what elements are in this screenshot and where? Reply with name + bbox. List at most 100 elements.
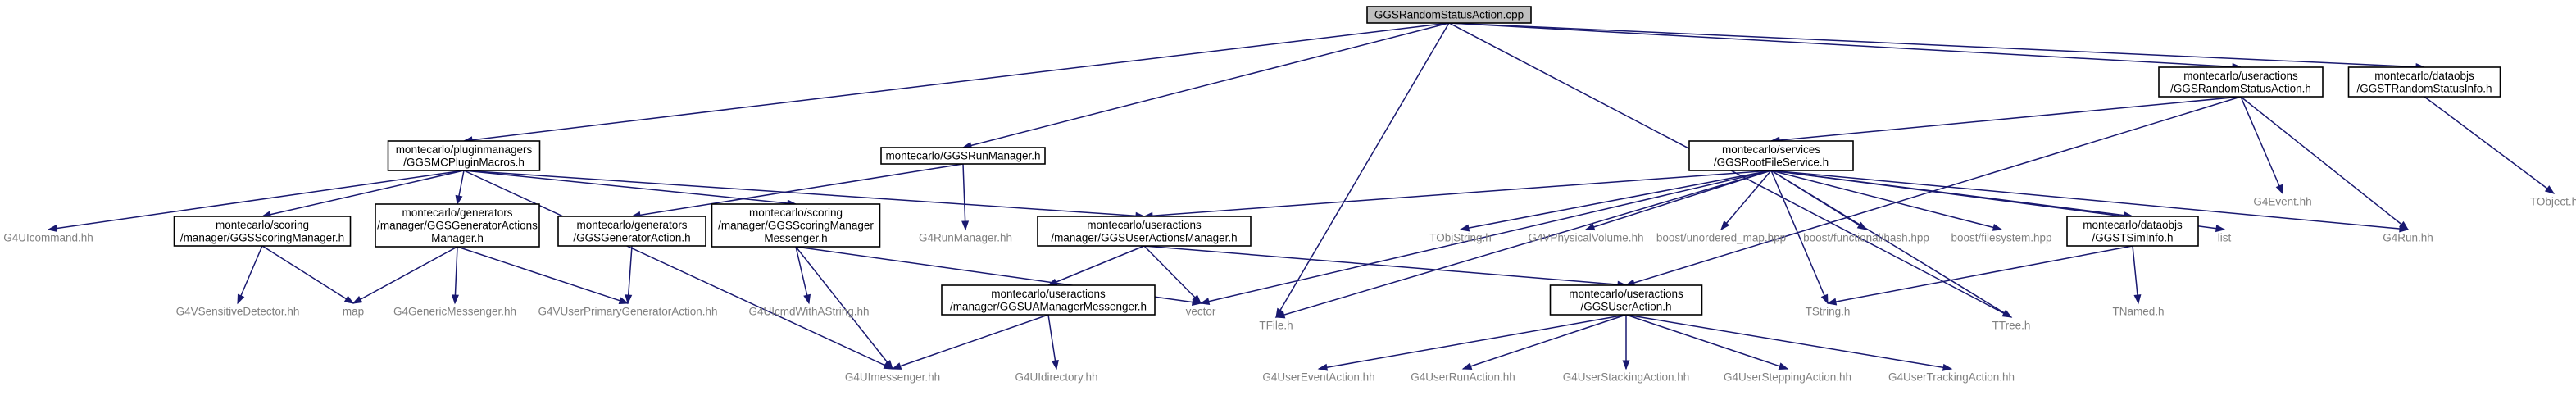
arrowhead-useraction-to-g4usertrackingaction bbox=[1942, 363, 1953, 371]
node-label-tfile-line-0: TFile.h bbox=[1259, 320, 1293, 332]
edge-generatoractionsmanager-to-g4genericmessenger bbox=[454, 246, 458, 304]
arrowhead-useraction-to-g4userrunaction bbox=[1461, 362, 1473, 370]
node-box-uamanagermessenger bbox=[941, 284, 1156, 316]
node-label-ttree-line-0: TTree.h bbox=[1992, 320, 2031, 332]
arrowhead-rootfileservice-to-ttree bbox=[2001, 309, 2013, 318]
node-label-g4genericmessenger-line-0: G4GenericMessenger.hh bbox=[393, 306, 516, 318]
edge-rootfileservice-to-ttree bbox=[1770, 170, 2012, 318]
arrowhead-simfinfo-to-tstring bbox=[1826, 298, 1838, 306]
node-rootfileservice[interactable]: montecarlo/services/GGSRootFileService.h bbox=[1688, 140, 1854, 171]
node-useraction[interactable]: montecarlo/useractions/GGSUserAction.h bbox=[1549, 284, 1703, 316]
arrowhead-uamanagermessenger-to-g4uidirectory bbox=[1051, 359, 1059, 370]
node-g4event: G4Event.hh bbox=[2253, 196, 2311, 208]
node-boostunorderedmap: boost/unordered_map.hpp bbox=[1656, 232, 1786, 244]
arrowhead-generatoractionsmanager-to-g4vuserprimarygenerator bbox=[618, 297, 629, 304]
node-label-g4sensitivedetector-line-0: G4VSensitiveDetector.hh bbox=[176, 306, 300, 318]
edge-useraction-to-g4usersteppingaction bbox=[1625, 314, 1788, 370]
node-label-g4usersteppingaction-line-0: G4UserSteppingAction.hh bbox=[1724, 371, 1851, 384]
arrowhead-randomstatusaction-to-g4event bbox=[2275, 184, 2283, 195]
node-uamanagermessenger[interactable]: montecarlo/useractions/manager/GGSUAMana… bbox=[941, 284, 1156, 316]
edge-rootfileservice-to-tfile bbox=[1275, 170, 1772, 318]
node-randomstatusinfo[interactable]: montecarlo/dataobjs/GGSTRandomStatusInfo… bbox=[2347, 66, 2501, 98]
node-tobjstring: TObjString.h bbox=[1429, 232, 1492, 244]
node-label-generatoractionsmanager-line-2: Manager.h bbox=[431, 232, 484, 244]
edge-rootfileservice-to-tstring bbox=[1770, 170, 1829, 304]
node-g4userstackingaction: G4UserStackingAction.hh bbox=[1563, 371, 1690, 384]
arrowhead-simfinfo-to-tnamed bbox=[2133, 294, 2142, 305]
node-label-useraction-line-1: /GGSUserAction.h bbox=[1580, 300, 1671, 312]
node-label-scoringmanagermessenger-line-0: montecarlo/scoring bbox=[749, 207, 843, 219]
arrowhead-rootfileservice-to-list bbox=[2215, 225, 2226, 233]
edge-root-to-tfile bbox=[1275, 22, 1450, 318]
node-label-uamanagermessenger-line-1: /manager/GGSUAManagerMessenger.h bbox=[950, 300, 1147, 312]
edge-runmanager-to-g4runmanager bbox=[962, 163, 966, 230]
node-label-generatoraction-line-0: montecarlo/generators bbox=[576, 219, 687, 231]
node-tnamed: TNamed.h bbox=[2112, 306, 2164, 318]
node-vector: vector bbox=[1186, 306, 1216, 318]
node-root[interactable]: GGSRandomStatusAction.cpp bbox=[1366, 6, 1532, 24]
node-generatoractionsmanager[interactable]: montecarlo/generators/manager/GGSGenerat… bbox=[375, 203, 540, 248]
node-g4vuserprimarygenerator: G4VUserPrimaryGeneratorAction.hh bbox=[538, 306, 717, 318]
node-label-boostfilesystem-line-0: boost/filesystem.hpp bbox=[1951, 232, 2051, 244]
node-box-scoringmanager bbox=[173, 216, 352, 247]
node-runmanager[interactable]: montecarlo/GGSRunManager.h bbox=[880, 147, 1046, 165]
edge-uamanagermessenger-to-g4uidirectory bbox=[1047, 314, 1057, 370]
node-label-pluginmacros-line-1: /GGSMCPluginMacros.h bbox=[403, 156, 525, 168]
arrowhead-uamanagermessenger-to-g4uimessenger bbox=[891, 362, 902, 370]
node-simfinfo[interactable]: montecarlo/dataobjs/GGSTSimInfo.h bbox=[2066, 216, 2199, 247]
node-label-vector-line-0: vector bbox=[1186, 306, 1216, 318]
edge-pluginmacros-to-g4uicommand bbox=[48, 170, 465, 230]
node-pluginmacros[interactable]: montecarlo/pluginmanagers/GGSMCPluginMac… bbox=[387, 140, 541, 171]
arrowhead-randomstatusinfo-to-tobject bbox=[2544, 185, 2556, 194]
edge-generatoractionsmanager-to-g4vuserprimarygenerator bbox=[457, 246, 629, 304]
node-g4usereventaction: G4UserEventAction.hh bbox=[1262, 371, 1374, 384]
node-label-boosthash-line-0: boost/functional/hash.hpp bbox=[1803, 232, 1929, 244]
node-label-g4userstackingaction-line-0: G4UserStackingAction.hh bbox=[1563, 371, 1690, 384]
node-label-useractionsmanager-line-0: montecarlo/useractions bbox=[1087, 219, 1202, 231]
node-generatoraction[interactable]: montecarlo/generators/GGSGeneratorAction… bbox=[557, 216, 706, 247]
node-label-generatoractionsmanager-line-0: montecarlo/generators bbox=[402, 207, 512, 219]
node-scoringmanager[interactable]: montecarlo/scoring/manager/GGSScoringMan… bbox=[173, 216, 352, 247]
node-scoringmanagermessenger[interactable]: montecarlo/scoring/manager/GGSScoringMan… bbox=[711, 203, 881, 248]
node-label-map-line-0: map bbox=[343, 306, 364, 318]
edge-useractionsmanager-to-uamanagermessenger bbox=[1047, 245, 1145, 286]
node-g4userrunaction: G4UserRunAction.hh bbox=[1411, 371, 1515, 384]
edge-rootfileservice-to-g4runhh bbox=[1770, 170, 2409, 230]
node-g4uimessenger: G4UImessenger.hh bbox=[845, 371, 940, 384]
edge-rootfileservice-to-boostfilesystem bbox=[1770, 170, 2002, 230]
node-g4vphysicalvolume: G4VPhysicalVolume.hh bbox=[1528, 232, 1643, 244]
edge-randomstatusaction-to-rootfileservice bbox=[1770, 96, 2242, 142]
node-label-g4usereventaction-line-0: G4UserEventAction.hh bbox=[1262, 371, 1374, 384]
arrowhead-scoringmanager-to-g4sensitivedetector bbox=[237, 293, 245, 305]
node-g4usertrackingaction: G4UserTrackingAction.hh bbox=[1888, 371, 2015, 384]
node-label-randomstatusaction-line-0: montecarlo/useractions bbox=[2183, 70, 2298, 82]
edge-useraction-to-g4usertrackingaction bbox=[1625, 314, 1952, 370]
edge-useraction-to-g4usereventaction bbox=[1318, 314, 1627, 370]
node-box-root bbox=[1366, 6, 1532, 24]
node-tstring: TString.h bbox=[1806, 306, 1851, 318]
edge-root-to-pluginmacros bbox=[463, 22, 1450, 142]
edge-randomstatusaction-to-g4runhh bbox=[2240, 96, 2409, 230]
edge-generatoractionsmanager-to-map bbox=[352, 246, 458, 304]
edge-pluginmacros-to-scoringmanagermessenger bbox=[463, 170, 797, 205]
arrowhead-rootfileservice-to-tfile bbox=[1274, 311, 1286, 319]
node-label-simfinfo-line-0: montecarlo/dataobjs bbox=[2083, 219, 2183, 231]
node-label-tobjstring-line-0: TObjString.h bbox=[1429, 232, 1492, 244]
node-map: map bbox=[343, 306, 364, 318]
arrowhead-rootfileservice-to-vector bbox=[1199, 298, 1211, 306]
node-tobject: TObject.h bbox=[2530, 196, 2576, 208]
node-label-randomstatusinfo-line-0: montecarlo/dataobjs bbox=[2374, 70, 2474, 82]
node-label-list-line-0: list bbox=[2218, 232, 2232, 244]
node-randomstatusaction[interactable]: montecarlo/useractions/GGSRandomStatusAc… bbox=[2158, 66, 2324, 98]
edge-rootfileservice-to-g4vphysicalvolume bbox=[1585, 170, 1772, 230]
arrowhead-generatoraction-to-g4vuserprimarygenerator bbox=[625, 294, 633, 305]
arrowhead-rootfileservice-to-tobjstring bbox=[1459, 224, 1470, 232]
node-g4usersteppingaction: G4UserSteppingAction.hh bbox=[1724, 371, 1851, 384]
node-useractionsmanager[interactable]: montecarlo/useractions/manager/GGSUserAc… bbox=[1037, 216, 1252, 247]
node-label-pluginmacros-line-0: montecarlo/pluginmanagers bbox=[396, 143, 533, 156]
node-g4uicmdwithastring: G4UIcmdWithAString.hh bbox=[748, 306, 869, 318]
arrowhead-pluginmacros-to-generatoractionsmanager bbox=[455, 194, 463, 206]
edge-uamanagermessenger-to-g4uimessenger bbox=[892, 314, 1049, 370]
node-label-randomstatusinfo-line-1: /GGSTRandomStatusInfo.h bbox=[2356, 82, 2492, 94]
edge-randomstatusaction-to-g4event bbox=[2240, 96, 2283, 194]
